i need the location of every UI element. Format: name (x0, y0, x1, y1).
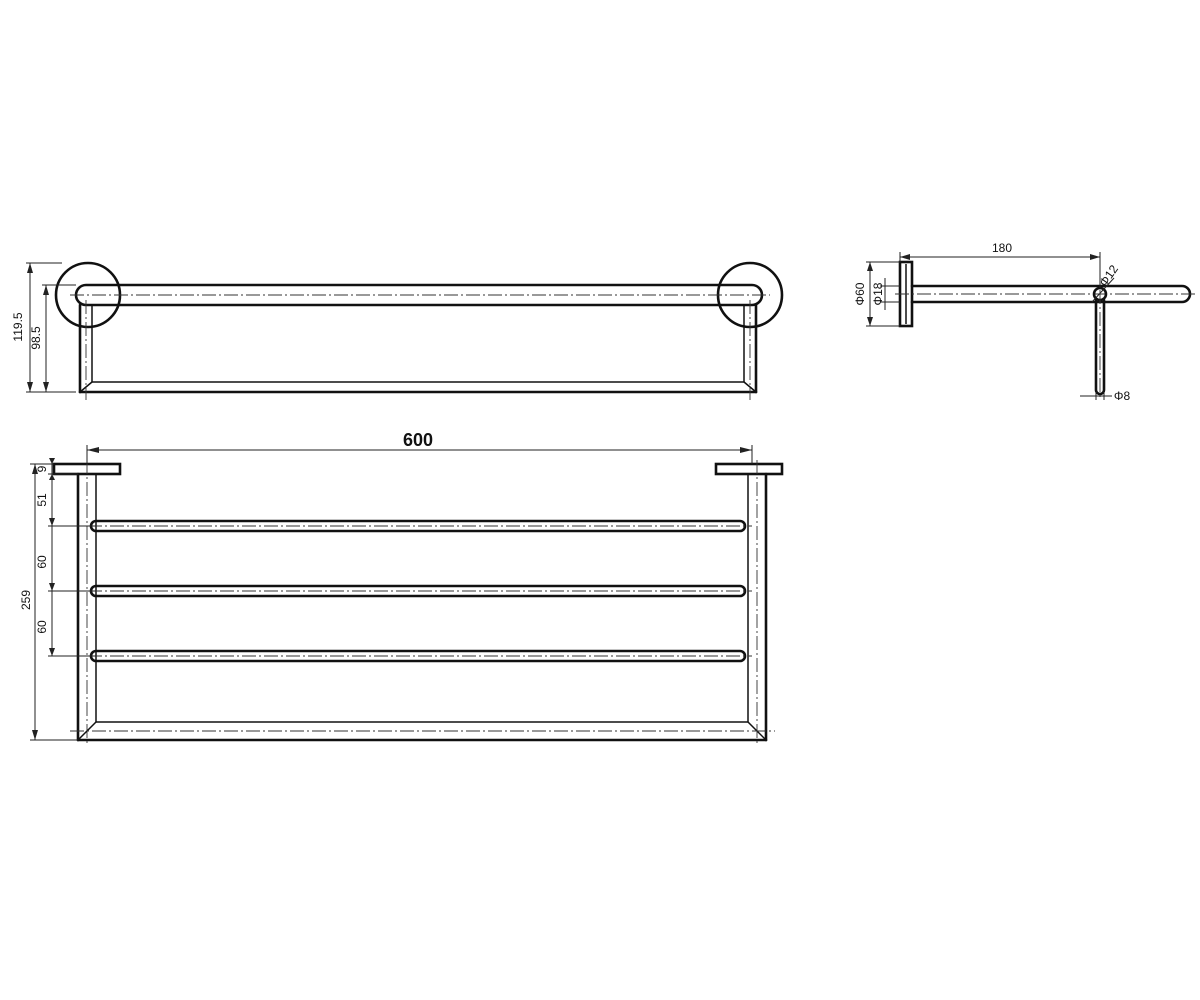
dim-rosette-diameter: Φ60 (853, 282, 867, 305)
dim-side-depth: 180 (992, 241, 1012, 255)
arrow-head (49, 474, 55, 480)
front-elevation-view: 119.5 98.5 (11, 261, 784, 400)
arrow-head (32, 464, 38, 474)
arrow-head (1090, 254, 1100, 260)
front-top-bar (74, 283, 764, 307)
arrow-head (49, 518, 55, 526)
plan-rod-1 (89, 519, 747, 533)
arrow-head (27, 263, 33, 273)
side-view: 180 Φ60 Φ18 Φ12 Φ8 (853, 241, 1195, 403)
dim-front-height-inner: 98.5 (29, 326, 43, 350)
plan-rod-2 (89, 584, 747, 598)
dim-mount-diameter: Φ18 (871, 282, 885, 305)
arrow-head (27, 382, 33, 392)
side-rod (1094, 298, 1106, 396)
arrow-head (900, 254, 910, 260)
arrow-head (32, 730, 38, 740)
leader-line (1091, 277, 1115, 303)
arrow-head (49, 648, 55, 656)
arrow-head (43, 382, 49, 392)
dim-plan-offset-top: 9 (35, 465, 49, 472)
plan-rod-3 (89, 649, 747, 663)
dim-plan-gap-second: 60 (35, 555, 49, 569)
arrow-head (740, 447, 752, 453)
dim-plan-depth-total: 259 (19, 590, 33, 610)
arrow-head (867, 262, 873, 271)
arrow-head (43, 285, 49, 295)
front-bottom-corner-left (79, 381, 93, 393)
plan-view: 600 259 9 51 60 60 (19, 430, 784, 745)
dim-front-height-outer: 119.5 (11, 312, 25, 341)
front-bottom-corner-right (743, 381, 757, 393)
arrow-head (49, 458, 55, 464)
dim-total-width: 600 (403, 430, 433, 450)
arrow-head (867, 317, 873, 326)
arrow-head (49, 583, 55, 591)
dim-rod-diameter: Φ8 (1114, 389, 1131, 403)
dim-plan-gap-third: 60 (35, 620, 49, 634)
plan-right-wall-plate (714, 462, 784, 476)
dim-plan-gap-first: 51 (35, 493, 49, 507)
arrow-head (87, 447, 99, 453)
